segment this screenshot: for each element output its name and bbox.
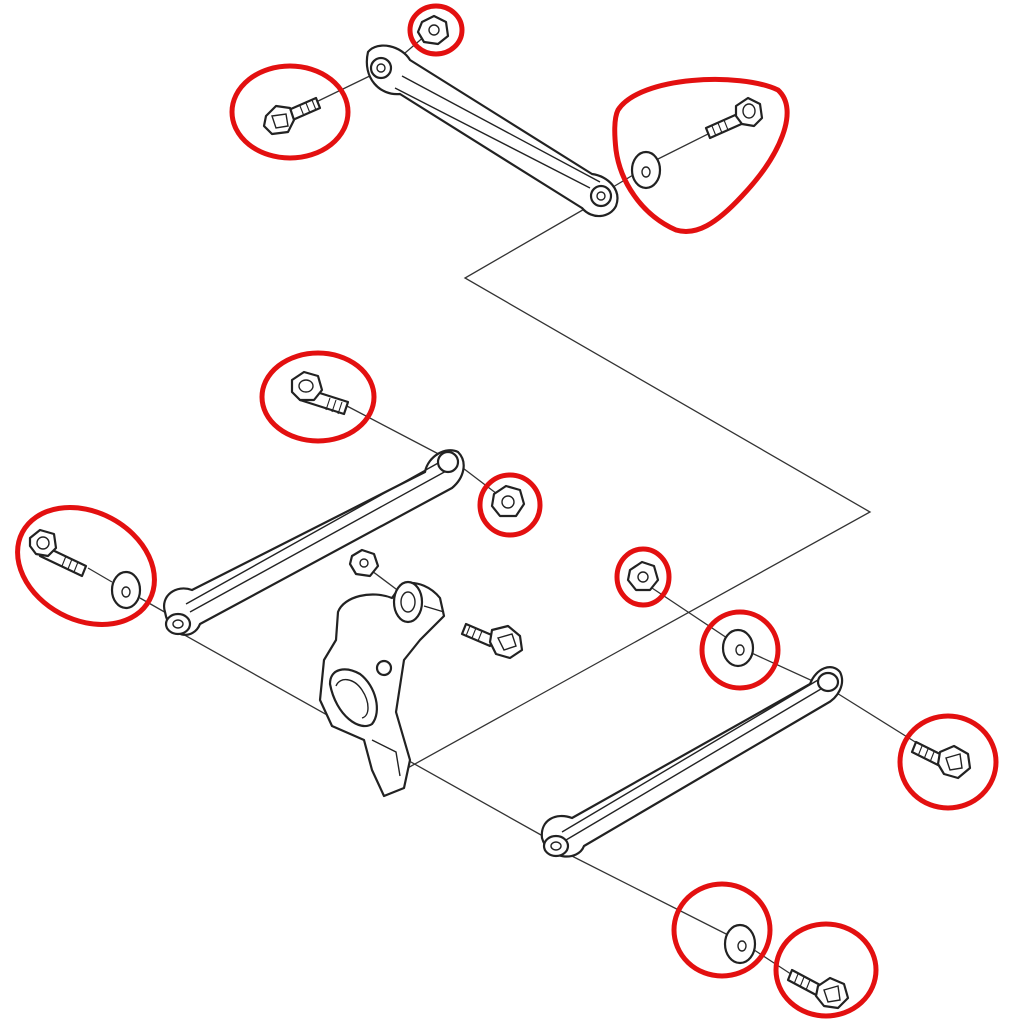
highlighted-bolt-right: [897, 713, 999, 811]
knuckle-bolt: [460, 622, 524, 660]
front-lower-control-arm: [162, 449, 465, 636]
upper-control-arm: [365, 44, 619, 218]
highlighted-bolt-bottom: [773, 921, 879, 1019]
rear-lower-control-arm: [540, 666, 844, 858]
highlighted-bolt-middle: [259, 350, 377, 444]
highlighted-eccentric-washer-and-bolt: [612, 76, 790, 234]
highlight-circle: [897, 713, 999, 811]
highlighted-nut-middle: [477, 472, 543, 538]
highlight-circle: [612, 76, 790, 234]
highlight-circle: [614, 546, 672, 608]
knuckle-nut: [348, 548, 380, 578]
highlight-circle: [259, 350, 377, 444]
highlight-circle: [773, 921, 879, 1019]
highlighted-nut-right: [614, 546, 672, 608]
assembly-lines: [87, 29, 929, 981]
highlight-circle: [671, 881, 773, 979]
highlighted-bolt-top-left: [229, 63, 351, 161]
wheel-knuckle: [318, 580, 446, 798]
highlight-circle: [477, 472, 543, 538]
highlight-circle: [15, 505, 157, 627]
highlighted-nut-top: [407, 3, 465, 57]
highlighted-bolt-and-washer-left: [15, 505, 157, 627]
highlight-circle: [229, 63, 351, 161]
highlighted-washer-right: [699, 609, 781, 691]
highlight-circle: [407, 3, 465, 57]
highlighted-washer-bottom: [671, 881, 773, 979]
highlight-circle: [699, 609, 781, 691]
